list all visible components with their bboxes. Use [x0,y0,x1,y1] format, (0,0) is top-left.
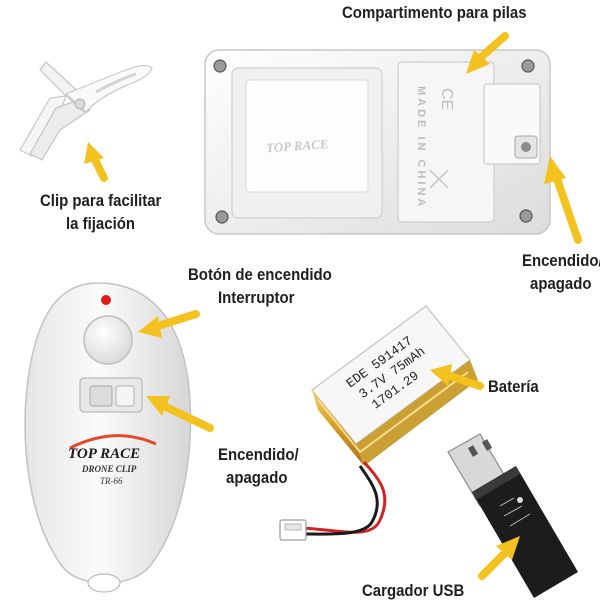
label-remote-switch-line2: apagado [226,468,288,487]
arrow-case-switch [544,156,582,244]
remote-control: TOP RACE DRONE CLIP TR-66 [24,282,192,593]
battery-case: TOP RACE MADE IN CHINA CE [204,49,551,235]
arrow-clip [84,142,108,182]
label-case-switch-line2: apagado [530,274,592,293]
remote-model-line2: TR-66 [100,476,123,486]
case-ce-mark: CE [438,88,455,110]
arrow-battery-compartment [466,32,509,74]
label-remote-switch-line1: Encendido/ [218,445,299,464]
label-clip-line2: la fijación [66,214,136,233]
label-usb-charger: Cargador USB [362,581,465,600]
drone-clip [19,61,153,161]
label-power-button-line2: Interruptor [218,288,295,307]
arrow-usb-charger [478,536,520,580]
label-clip-line1: Clip para facilitar [40,191,162,210]
label-battery: Batería [488,377,539,396]
remote-model-line1: DRONE CLIP [81,464,137,474]
case-made-in: MADE IN CHINA [415,86,427,209]
lipo-battery: EDE 591417 3.7V 75mAh 1701.29 [279,305,478,541]
arrow-battery [430,364,484,390]
usb-charger [447,433,578,598]
case-logo: TOP RACE [266,136,330,155]
label-power-button-line1: Botón de encendido [188,265,332,284]
label-battery-compartment: Compartimento para pilas [342,3,527,22]
arrow-power-button [138,310,200,338]
remote-logo: TOP RACE [68,446,140,462]
arrow-remote-switch [146,396,214,432]
label-case-switch-line1: Encendido/ [522,251,600,270]
